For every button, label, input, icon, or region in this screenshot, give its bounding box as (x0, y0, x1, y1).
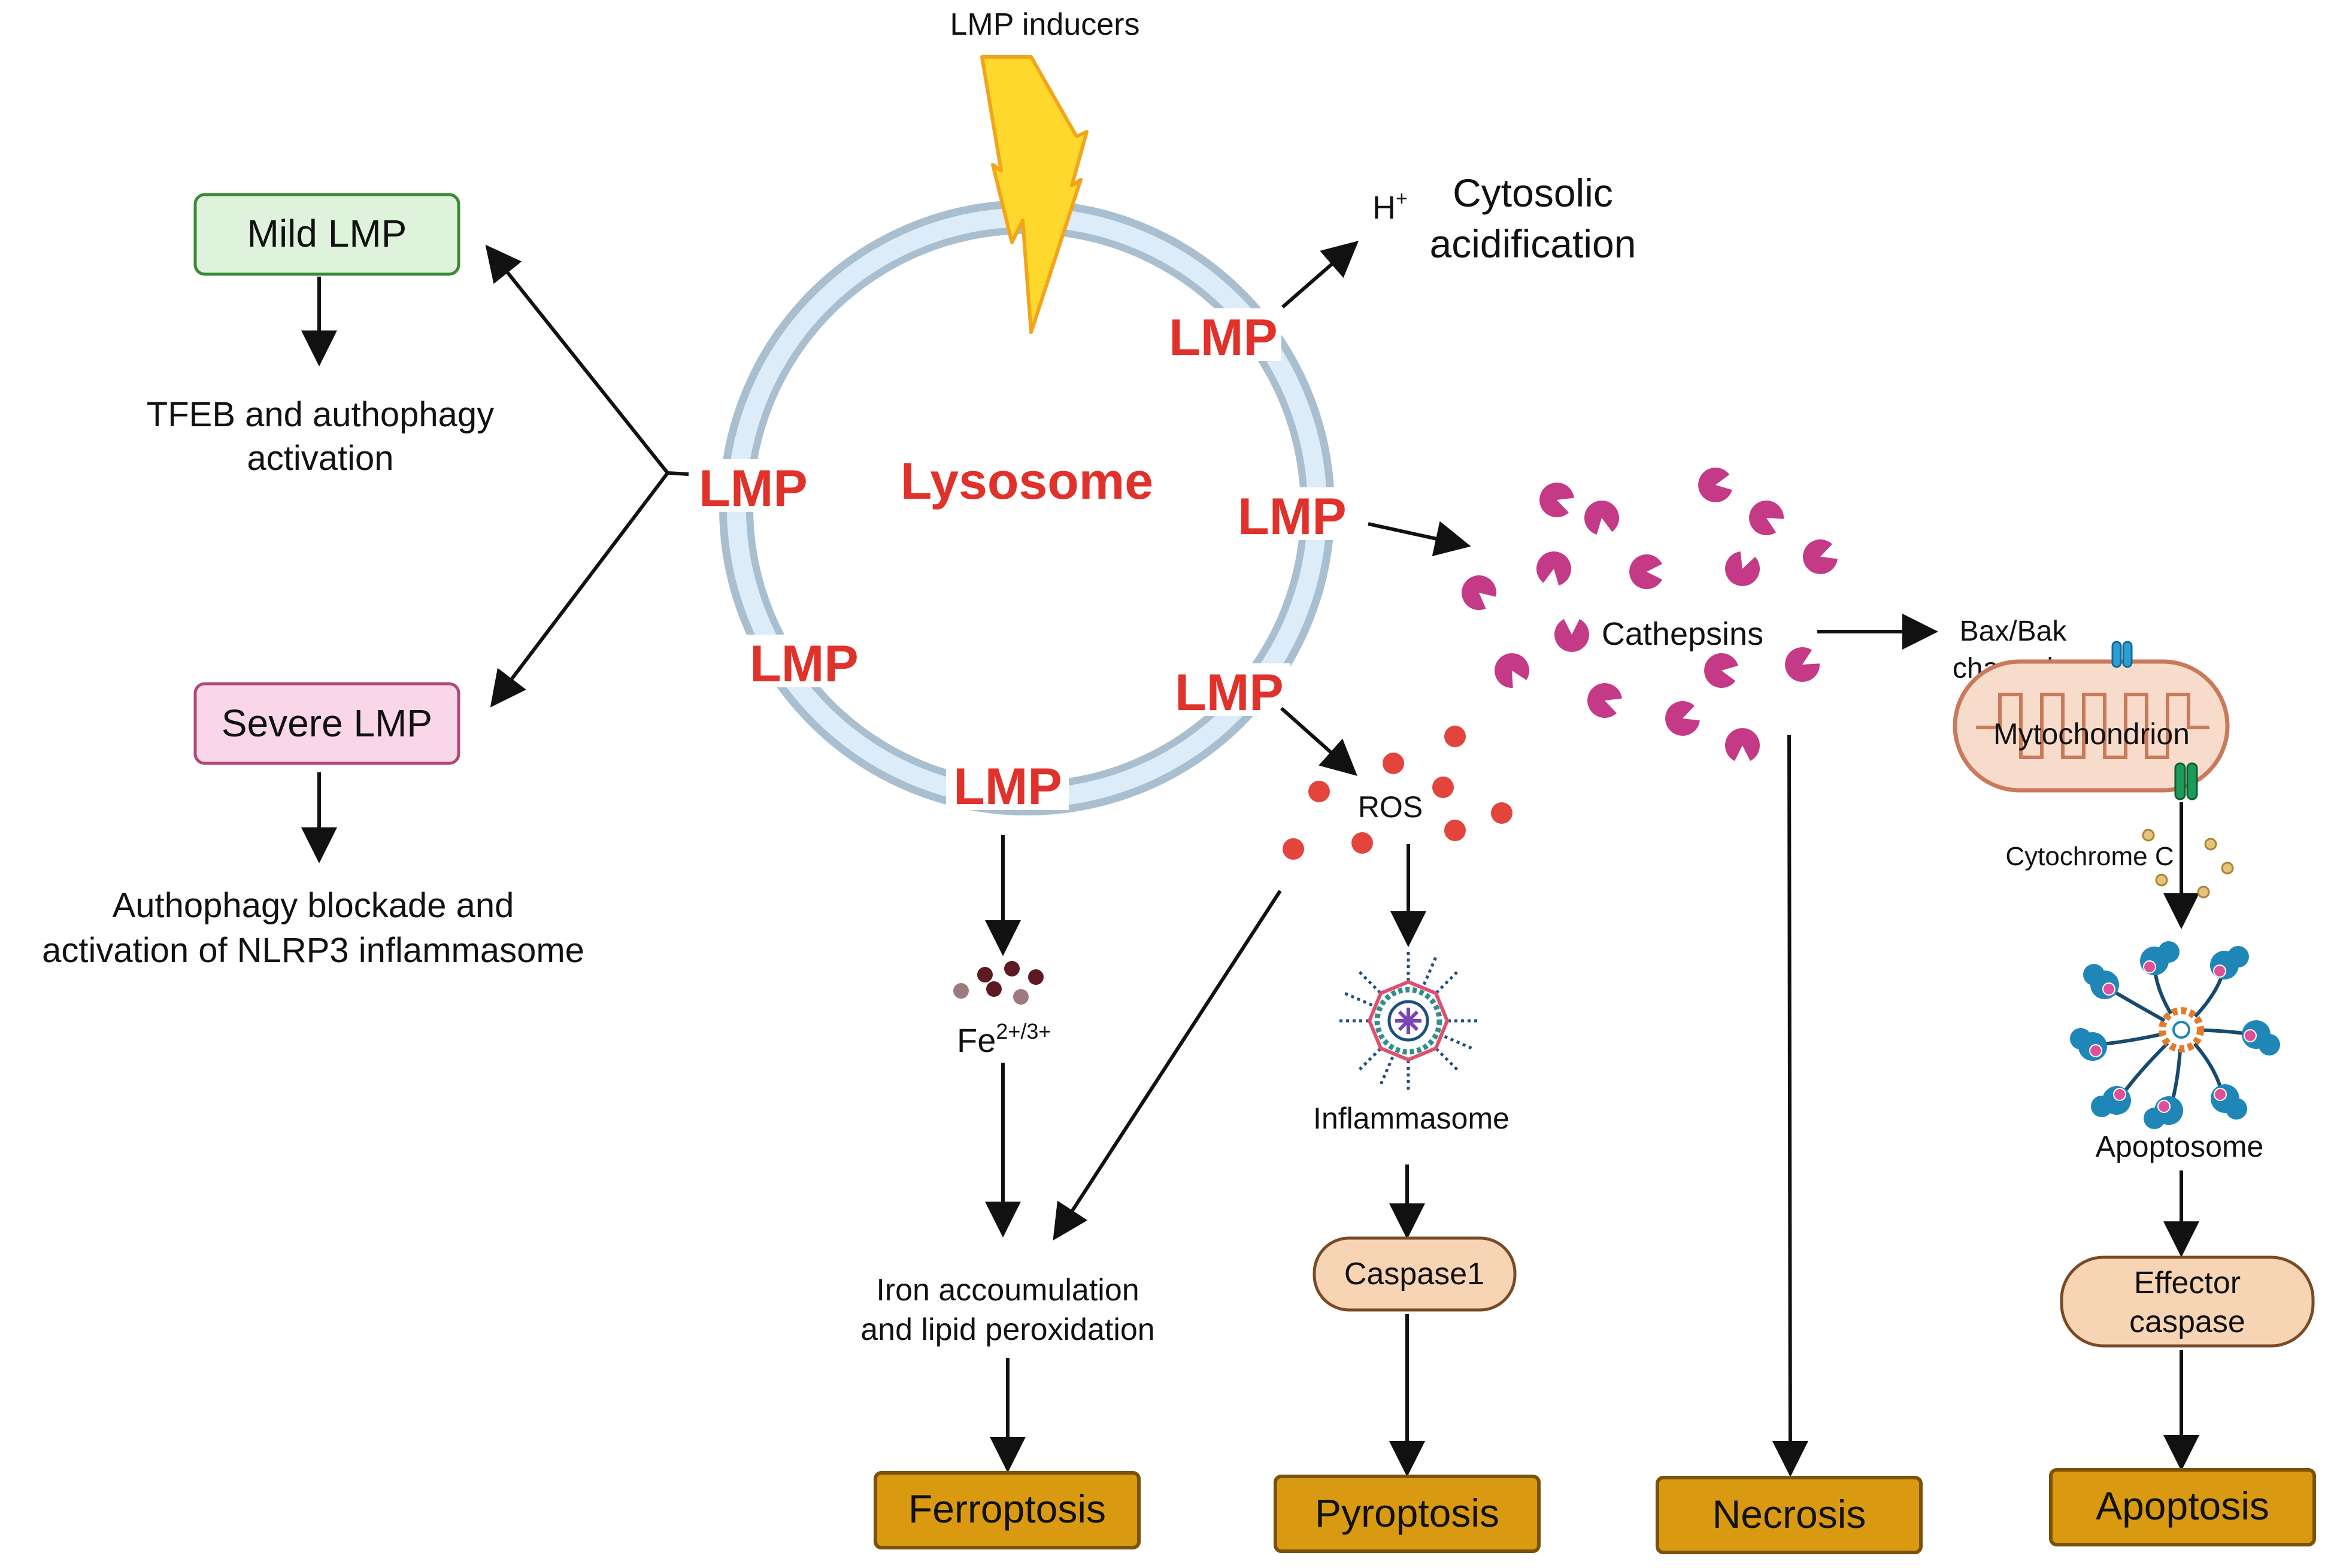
blockade-line1: Authophagy blockade and (113, 886, 514, 925)
arrow-ros-to-peroxidation (1053, 890, 1282, 1241)
caspase1-label: Caspase1 (1344, 1257, 1484, 1291)
ferroptosis-box (874, 1471, 1141, 1549)
iron-accumulation-line1: Iron accoumulation (876, 1273, 1139, 1308)
apoptosome-label: Apoptosome (2096, 1130, 2264, 1163)
lmp-label: LMP (750, 635, 859, 693)
inflammasome-label: Inflammasome (1313, 1102, 1509, 1135)
lmp-site-top-right: LMP (1162, 308, 1281, 366)
caspase1-box (1313, 1236, 1517, 1312)
cathepsin-particles (1454, 465, 1841, 761)
blockade-line2: activation of NLRP3 inflammasome (42, 931, 584, 970)
pyroptosis-box (1274, 1475, 1541, 1553)
lmp-label: LMP (1238, 488, 1347, 545)
lmp-site-lower-right: LMP (1168, 663, 1290, 721)
branch-arrow-severe (490, 472, 669, 708)
mild-lmp-box (193, 193, 460, 276)
cytochrome-c-particles (2142, 829, 2234, 899)
cytochrome-c-label: Cytochrome C (2005, 842, 2174, 871)
ros-particles (1283, 726, 1512, 860)
lmp-site-right: LMP (1230, 487, 1353, 545)
iron-ions (953, 961, 1044, 1005)
arrow-lmp-to-cathepsins (1368, 521, 1471, 557)
lmp-label: LMP (1169, 309, 1278, 366)
lmp-label: LMP (1175, 664, 1284, 721)
effector-caspase-box (2060, 1255, 2315, 1348)
mitochondrion-icon (1953, 641, 2230, 800)
effector-caspase-line2: caspase (2129, 1305, 2245, 1339)
arrow-lmp-to-ros (1280, 706, 1357, 776)
severe-lmp-box (193, 682, 460, 765)
severe-lmp-label: Severe LMP (222, 702, 432, 745)
mild-lmp-label: Mild LMP (247, 212, 407, 255)
cytosolic-acidification-line1: Cytosolic (1453, 171, 1613, 215)
baxbak-line1: Bax/Bak (1960, 615, 2068, 647)
apoptosome-icon (2070, 941, 2280, 1129)
branch-arrow-mild (485, 244, 689, 476)
effector-caspase-line1: Effector (2134, 1266, 2241, 1300)
arrow-to-acidification (1281, 241, 1359, 309)
lmp-label: LMP (699, 460, 808, 517)
inflammasome-icon (1336, 949, 1480, 1093)
lmp-site-lower-left: LMP (742, 635, 862, 693)
lysosome-label: Lysosome (901, 453, 1153, 510)
lmp-inducers-label: LMP inducers (950, 7, 1140, 42)
lmp-site-bottom: LMP (946, 757, 1069, 815)
iron-label: Fe2+/3+ (957, 1019, 1051, 1059)
mitochondrion-label: Mytochondrion (1993, 717, 2190, 751)
necrosis-label: Necrosis (1712, 1492, 1866, 1536)
proton-label: H+ (1372, 187, 1408, 226)
cathepsins-label: Cathepsins (1602, 616, 1763, 652)
ferroptosis-label: Ferroptosis (908, 1487, 1106, 1531)
lmp-site-left: LMP (692, 459, 811, 517)
lightning-bolt-icon (980, 55, 1089, 334)
lmp-label: LMP (953, 758, 1062, 815)
pyroptosis-label: Pyroptosis (1315, 1491, 1499, 1535)
apoptosis-box (2049, 1468, 2316, 1546)
tfeb-activation-line2: activation (247, 439, 393, 478)
iron-accumulation-line2: and lipid peroxidation (860, 1312, 1154, 1347)
cytosolic-acidification-line2: acidification (1430, 222, 1636, 266)
ros-label: ROS (1358, 790, 1423, 824)
tfeb-activation-line1: TFEB and authophagy (147, 395, 494, 434)
arrow-cathepsins-to-necrosis (1772, 735, 1808, 1477)
necrosis-box (1656, 1476, 1923, 1554)
apoptosis-label: Apoptosis (2096, 1484, 2269, 1528)
